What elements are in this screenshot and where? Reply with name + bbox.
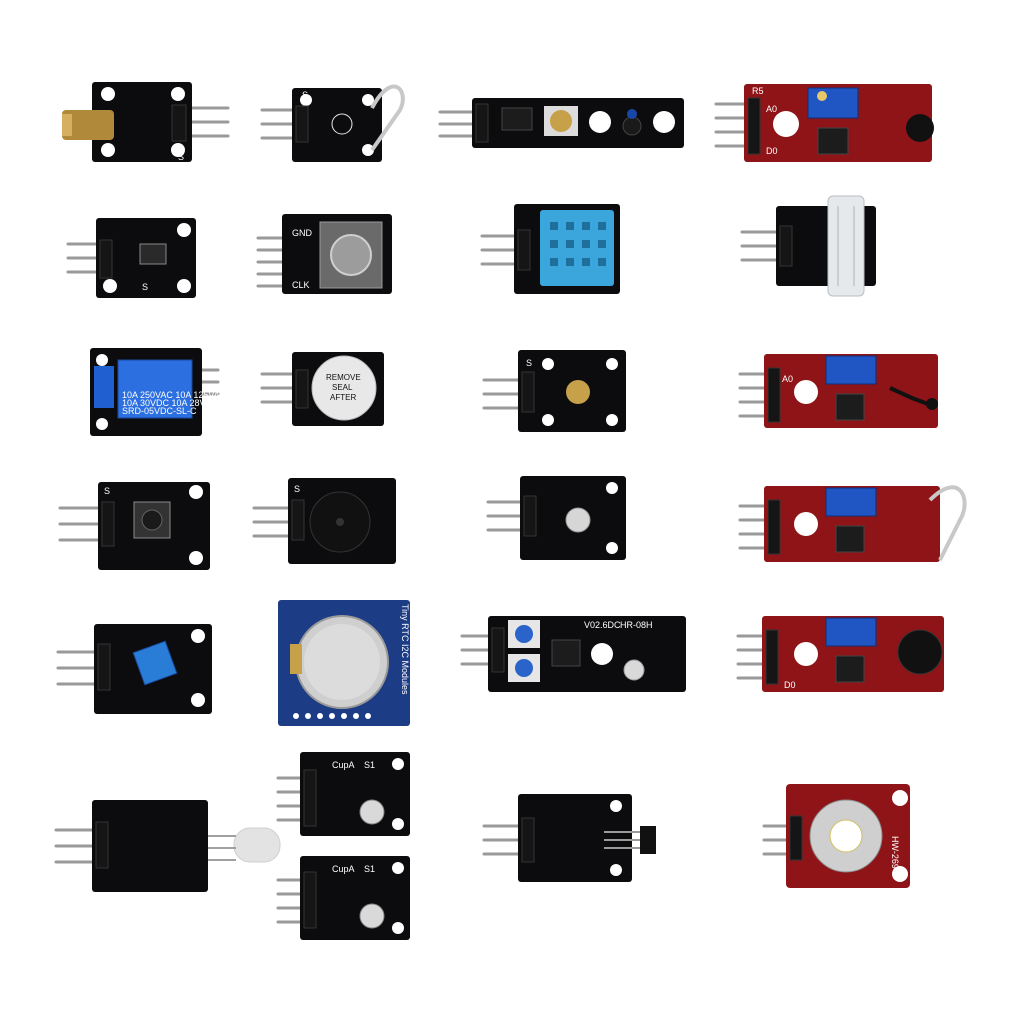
photoresistor-module: S <box>482 350 626 432</box>
photo-sensor-board <box>438 98 684 148</box>
small-sensor-module-1: S <box>66 218 196 298</box>
pin-s-label: S <box>294 484 300 494</box>
pin-s-label: S <box>302 90 308 100</box>
ir-label: V02.6DC <box>584 620 621 630</box>
buzzer-text-1: REMOVE <box>326 373 361 382</box>
a0-label: A0 <box>766 104 777 114</box>
d0-label: D0 <box>784 680 796 690</box>
hw269-led-module: HW-269 <box>762 784 910 888</box>
pin-s-label: S <box>178 152 184 162</box>
cupa-module-1: CupA S1 <box>276 752 410 836</box>
tilt-switch-module <box>740 195 876 297</box>
rgb-led-module <box>54 800 281 892</box>
s1-label: S1 <box>364 760 375 770</box>
cupa-label: CupA <box>332 864 355 874</box>
d0-label: D0 <box>766 146 778 156</box>
red-sensor-module-2: A0 <box>738 354 938 428</box>
dht11-module <box>480 204 620 294</box>
hw-label: HW-269 <box>890 836 900 869</box>
rtc-title: Tiny RTC I2C Modules <box>400 604 410 695</box>
led-module <box>486 476 626 560</box>
ir-avoidance-module: V02.6DC HR-08H <box>460 616 686 692</box>
relay-module: 10A 250VAC 10A 125VAC 10A 30VDC 10A 28VD… <box>90 348 227 436</box>
blue-tilt-module <box>56 624 212 714</box>
cupa-label: CupA <box>332 760 355 770</box>
rtc-module: Tiny RTC I2C Modules <box>278 600 410 726</box>
active-buzzer-module: S <box>252 478 396 564</box>
gnd-label: GND <box>292 228 313 238</box>
relay-model: SRD-05VDC-SL-C <box>122 406 197 416</box>
relay-rating-2: 10A 30VDC 10A 28VDC <box>122 398 219 408</box>
s1-label: S1 <box>364 864 375 874</box>
pin-s-label: S <box>104 486 110 496</box>
reed-switch-module: S <box>260 84 405 162</box>
pin-s-label: S <box>526 358 532 368</box>
button-module: S <box>58 482 210 570</box>
clk-label: CLK <box>292 280 310 290</box>
pin-s-label: S <box>142 282 148 292</box>
a0-label: A0 <box>782 374 793 384</box>
ir-model: HR-08H <box>620 620 653 630</box>
r5-label: R5 <box>752 86 764 96</box>
hall-sensor-module <box>482 794 656 882</box>
red-reed-module <box>738 485 967 562</box>
rotary-encoder-module: GND CLK <box>256 214 392 294</box>
laser-module: S <box>62 82 230 162</box>
red-sensor-module-1: R5 A0 D0 <box>714 84 934 162</box>
relay-rating-1: 10A 250VAC 10A 125VAC <box>122 390 227 400</box>
red-sound-module: D0 <box>736 616 944 692</box>
buzzer-sticker-module: REMOVE SEAL AFTER <box>260 352 384 426</box>
buzzer-text-3: AFTER <box>330 393 356 402</box>
cupa-module-2: CupA S1 <box>276 856 410 940</box>
buzzer-text-2: SEAL <box>332 383 353 392</box>
